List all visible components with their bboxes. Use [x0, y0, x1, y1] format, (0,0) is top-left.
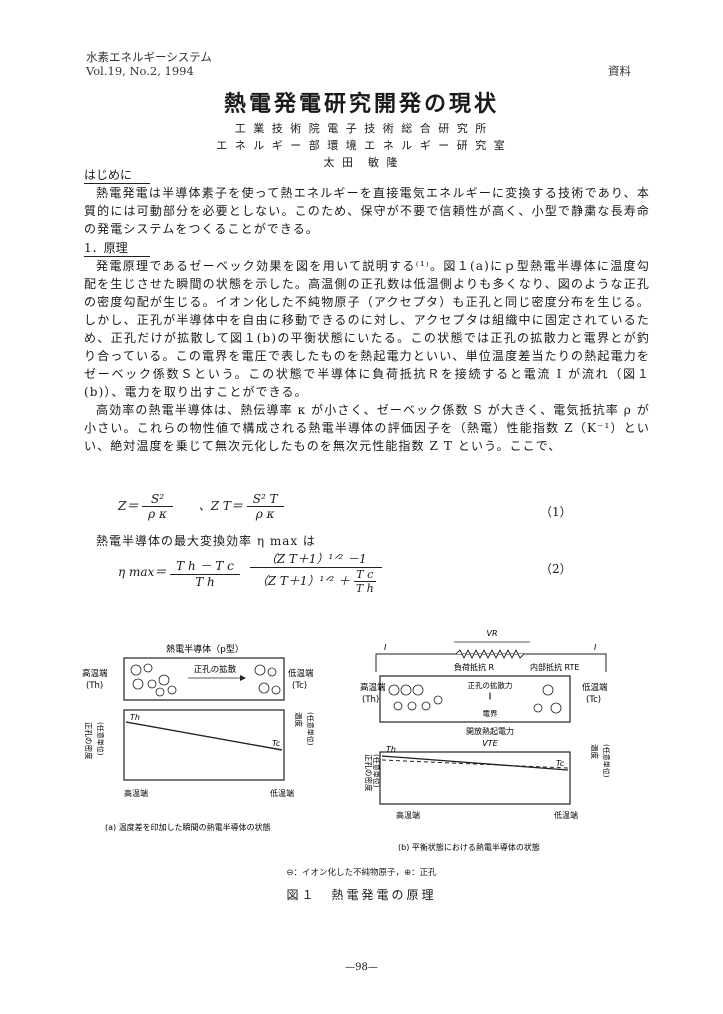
- fig-a-y-right-sub: (任意単位): [306, 712, 315, 746]
- eq1-z-denominator: ρ κ: [148, 507, 167, 521]
- journal-volume: Vol.19, No.2, 1994: [86, 64, 194, 78]
- eq2-th: T h: [355, 582, 374, 595]
- fig-a-y-left: 正孔の密度: [84, 722, 94, 760]
- fig-b-load-resistor: [455, 648, 525, 660]
- fig-a-label: 熱電半導体（p型）: [166, 643, 244, 655]
- fig-b-cold-sym: (Tc): [586, 695, 601, 705]
- fig-a-x-cold: 低温端: [270, 788, 294, 798]
- equation-1-number: （1）: [540, 505, 572, 519]
- fig-a-hot-end: 高温端: [82, 668, 108, 679]
- fig-a-y-left-sub: (任意単位): [96, 722, 105, 756]
- figure-legend: ⊖：イオン化した不純物原子，⊕：正孔: [286, 868, 437, 878]
- fig-a-density-line: [125, 721, 283, 751]
- fig-b-hot-sym: (Th): [362, 695, 379, 705]
- fig-a-x-hot: 高温端: [124, 788, 148, 798]
- eq1-zt-numerator: S² T: [246, 492, 284, 507]
- fig-b-tc: Tc: [556, 759, 565, 768]
- eq1-z-numerator: S²: [142, 492, 173, 507]
- fig-a-tc: Tc: [272, 739, 281, 748]
- principle-paragraph-2: 高効率の熱電半導体は、熱伝導率 κ が小さく、ゼーベック係数 S が大きく、電気…: [84, 403, 650, 453]
- fig-b-y-right: 温度: [590, 744, 600, 759]
- fig-a-cold-sym: (Tc): [292, 681, 307, 691]
- eq2-f2-numerator: （Z T＋1）¹ᐟ² －1: [249, 550, 382, 568]
- fig-a-plot-frame: [123, 709, 285, 781]
- fig-a-charges: [130, 663, 281, 697]
- article-category: 資料: [608, 64, 631, 78]
- fig-b-charges: [388, 684, 562, 714]
- fig-a-diffusion: 正孔の拡散: [194, 664, 237, 675]
- fig-a-hot-sym: (Th): [86, 681, 103, 691]
- eq1-z-fraction: S² ρ κ: [142, 492, 173, 521]
- fig-a-arrowhead: [240, 675, 246, 681]
- fig-b-y-left-sub: (任意単位): [372, 754, 381, 788]
- principle-body: 発電原理であるゼーベック効果を図を用いて説明する⁽¹⁾。図１(a)にｐ型熱電半導…: [84, 257, 650, 455]
- fig-b-caption: (b) 平衡状態における熱電半導体の状態: [398, 842, 540, 852]
- figure-1b: VR I I 負荷抵抗 R 内部抵抗 RTE 高温端 (Th) 低温端 (Tc)…: [360, 629, 611, 852]
- page-number: —98—: [345, 962, 378, 973]
- fig-b-cold-end: 低温端: [582, 682, 608, 693]
- fig-b-current-right: I: [594, 643, 597, 652]
- fig-b-y-left: 正孔の密度: [364, 754, 374, 792]
- figure-1a: 熱電半導体（p型） 高温端 (Th) 低温端 (Tc) 正孔の拡散 Th Tc …: [82, 643, 315, 832]
- fig-b-field: 電界: [483, 709, 498, 718]
- fig-b-th: Th: [386, 745, 396, 754]
- eq2-f1-numerator: T h － T c: [170, 557, 240, 575]
- fig-a-semiconductor: [123, 657, 285, 701]
- eq2-lhs: η max＝: [118, 565, 167, 579]
- equation-1: Z＝ S² ρ κ 、Z T＝ S² T ρ κ: [118, 492, 284, 521]
- journal-name: 水素エネルギーシステム: [86, 50, 212, 64]
- fig-b-x-hot: 高温端: [396, 810, 420, 820]
- eq2-tc: T c: [353, 568, 376, 582]
- fig-a-caption: (a) 温度差を印加した瞬間の熱電半導体の状態: [105, 822, 271, 832]
- fig-b-internal-label: 内部抵抗 RTE: [530, 662, 579, 672]
- eq1-z-lhs: Z＝: [118, 499, 139, 513]
- fig-b-plot-frame: [379, 751, 571, 805]
- affiliation-department: エ ネ ル ギ ー 部 環 境 エ ネ ル ギ ー 研 究 室: [216, 139, 507, 152]
- intro-text: 熱電発電は半導体素子を使って熱エネルギーを直接電気エネルギーに変換する技術であり…: [84, 186, 650, 236]
- fig-b-load-label: 負荷抵抗 R: [454, 662, 495, 672]
- fig-b-vr: VR: [486, 629, 497, 638]
- fig-b-semiconductor: [379, 675, 571, 723]
- fig-b-current-left: I: [384, 643, 387, 652]
- intro-heading: はじめに: [84, 168, 150, 184]
- fig-b-x-cold: 低温端: [554, 810, 578, 820]
- eq1-zt-lhs: 、Z T＝: [198, 499, 243, 513]
- fig-b-diffusion: 正孔の拡散力: [468, 680, 513, 690]
- author-name: 太 田 敏 隆: [323, 156, 400, 169]
- eq2-fraction-1: T h － T c T h: [170, 557, 240, 589]
- eq2-f2-denominator: （Z T＋1）¹ᐟ² ＋ T c T h: [250, 568, 382, 595]
- equation-2-intro: 熱電半導体の最大変換効率 η max は: [96, 534, 316, 548]
- eq2-f1-denominator: T h: [195, 574, 215, 589]
- fig-b-vte: VTE: [482, 739, 498, 748]
- eq2-tc-th-fraction: T c T h: [353, 568, 376, 595]
- figure-title: 図１ 熱電発電の原理: [286, 888, 437, 902]
- eq1-zt-denominator: ρ κ: [255, 507, 275, 521]
- fig-b-y-right-sub: (任意単位): [602, 744, 611, 778]
- fig-b-density-line: [381, 759, 569, 769]
- affiliation-institute: 工 業 技 術 院 電 子 技 術 総 合 研 究 所: [234, 122, 489, 135]
- intro-paragraph: 熱電発電は半導体素子を使って熱エネルギーを直接電気エネルギーに変換する技術であり…: [84, 184, 650, 238]
- eq1-zt-fraction: S² T ρ κ: [246, 492, 284, 521]
- equation-2-number: （2）: [540, 562, 572, 576]
- eq2-f2-den-main: （Z T＋1）¹ᐟ² ＋: [255, 574, 350, 588]
- eq2-fraction-2: （Z T＋1）¹ᐟ² －1 （Z T＋1）¹ᐟ² ＋ T c T h: [249, 550, 382, 595]
- fig-b-equal-sign: ∥: [488, 692, 492, 700]
- fig-b-temperature-line: [381, 755, 569, 771]
- fig-a-y-right: 温度: [294, 712, 304, 727]
- fig-b-hot-end: 高温端: [360, 682, 386, 693]
- fig-b-open-emf: 開放熱起電力: [466, 726, 514, 736]
- fig-a-cold-end: 低温端: [288, 668, 314, 679]
- article-title: 熱電発電研究開発の現状: [223, 91, 499, 117]
- equation-2: η max＝ T h － T c T h （Z T＋1）¹ᐟ² －1 （Z T＋…: [118, 550, 382, 595]
- principle-heading: 1．原理: [84, 241, 150, 257]
- principle-paragraph-1: 発電原理であるゼーベック効果を図を用いて説明する⁽¹⁾。図１(a)にｐ型熱電半導…: [84, 259, 650, 399]
- fig-a-th: Th: [130, 713, 140, 722]
